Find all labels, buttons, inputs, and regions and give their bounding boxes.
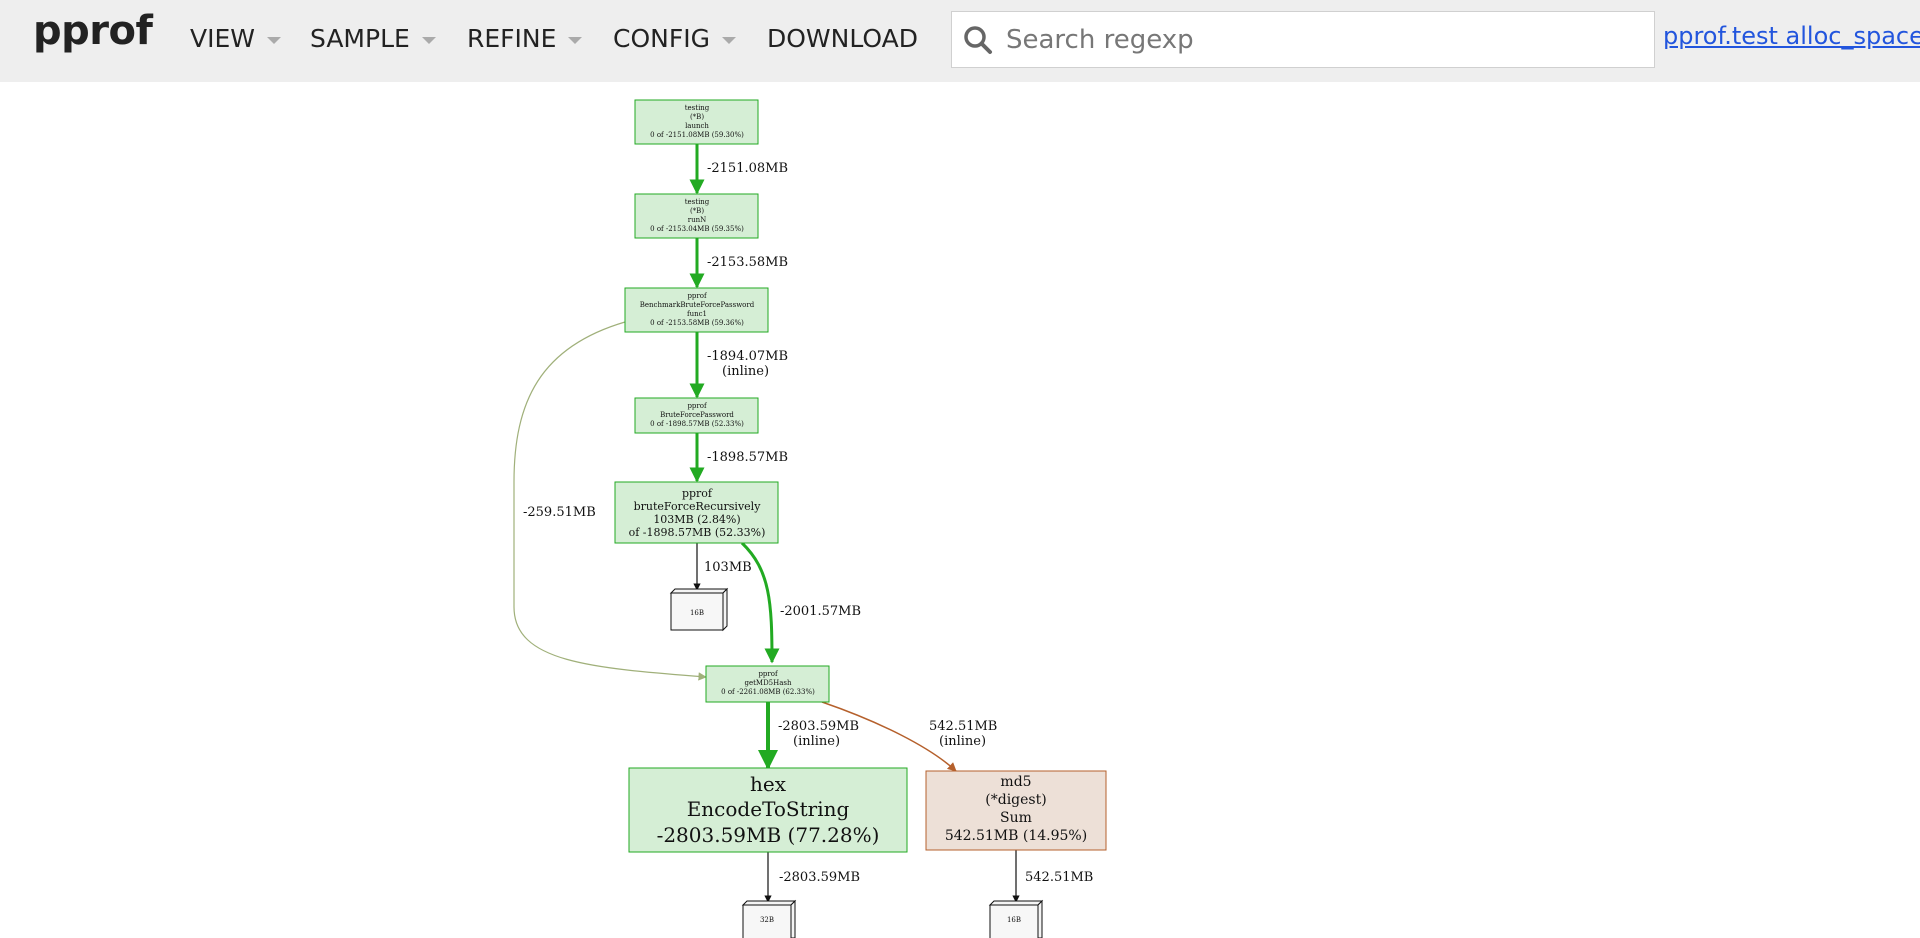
edge-label: -2153.58MB bbox=[707, 255, 788, 270]
menu-refine[interactable]: REFINE bbox=[467, 20, 583, 56]
edge-labels: -2151.08MB -2153.58MB -1894.07MB (inline… bbox=[523, 161, 1093, 885]
node-label: (*digest) bbox=[985, 792, 1046, 808]
edge-label: -2001.57MB bbox=[780, 604, 861, 619]
node-label: func1 bbox=[687, 310, 707, 318]
node-label: pprof bbox=[682, 487, 713, 500]
node-label: launch bbox=[685, 122, 709, 130]
node-benchmark-brute-force-password[interactable]: pprof BenchmarkBruteForcePassword func1 … bbox=[624, 287, 769, 333]
alloc-box-16b[interactable]: 16B bbox=[669, 587, 729, 632]
search-input[interactable] bbox=[1004, 18, 1648, 62]
chevron-down-icon bbox=[267, 36, 281, 44]
edge-rec-md5hash[interactable] bbox=[740, 541, 780, 664]
menu-refine-label: REFINE bbox=[467, 23, 557, 53]
node-label: testing bbox=[685, 198, 710, 206]
node-md5-digest-sum[interactable]: md5 (*digest) Sum 542.51MB (14.95%) bbox=[925, 770, 1107, 851]
menu-view-label: VIEW bbox=[190, 23, 255, 53]
edge-label: -259.51MB bbox=[523, 505, 596, 520]
node-label: pprof bbox=[687, 292, 708, 300]
menu-sample-label: SAMPLE bbox=[310, 23, 410, 53]
edge-label: -1898.57MB bbox=[707, 450, 788, 465]
search-icon bbox=[964, 26, 992, 54]
menu-config[interactable]: CONFIG bbox=[613, 20, 736, 56]
edge-label: 103MB bbox=[704, 560, 752, 575]
edge-label: 542.51MB bbox=[929, 719, 997, 734]
node-brute-force-password[interactable]: pprof BruteForcePassword 0 of -1898.57MB… bbox=[634, 397, 759, 434]
node-label: 0 of -2153.04MB (59.35%) bbox=[650, 225, 744, 233]
search-box[interactable] bbox=[951, 11, 1655, 68]
edge-label: 542.51MB bbox=[1025, 870, 1093, 885]
call-graph[interactable]: -2151.08MB -2153.58MB -1894.07MB (inline… bbox=[0, 82, 1920, 938]
node-testing-launch[interactable]: testing (*B) launch 0 of -2151.08MB (59.… bbox=[634, 99, 759, 145]
node-label: bruteForceRecursively bbox=[634, 500, 762, 513]
toolbar: pprof VIEW SAMPLE REFINE CONFIG DOWNLOAD… bbox=[0, 0, 1920, 82]
node-label: 32B bbox=[760, 916, 774, 924]
menu-download[interactable]: DOWNLOAD bbox=[767, 20, 918, 56]
profile-link[interactable]: pprof.test alloc_space bbox=[1663, 22, 1920, 50]
menu-view[interactable]: VIEW bbox=[190, 20, 281, 56]
edge-label: -2803.59MB bbox=[779, 870, 860, 885]
node-label: -2803.59MB (77.28%) bbox=[657, 823, 880, 847]
edge-label: -2803.59MB bbox=[778, 719, 859, 734]
node-label: md5 bbox=[1000, 774, 1031, 790]
edge-label: -2151.08MB bbox=[707, 161, 788, 176]
node-label: hex bbox=[750, 772, 787, 796]
node-label: getMD5Hash bbox=[744, 679, 792, 687]
node-hex-encode-to-string[interactable]: hex EncodeToString -2803.59MB (77.28%) bbox=[628, 767, 908, 853]
node-label: 0 of -2153.58MB (59.36%) bbox=[650, 319, 744, 327]
node-label: 0 of -2151.08MB (59.30%) bbox=[650, 131, 744, 139]
chevron-down-icon bbox=[721, 36, 736, 44]
node-label: Sum bbox=[1000, 810, 1032, 826]
menu-config-label: CONFIG bbox=[613, 23, 710, 53]
node-label: runN bbox=[688, 216, 707, 224]
node-label: testing bbox=[685, 104, 710, 112]
graph-edges bbox=[513, 144, 1020, 903]
node-testing-runN[interactable]: testing (*B) runN 0 of -2153.04MB (59.35… bbox=[634, 193, 759, 239]
node-label: (*B) bbox=[690, 113, 704, 121]
pprof-logo[interactable]: pprof bbox=[33, 8, 153, 54]
edge-md5hash-md5[interactable] bbox=[821, 701, 957, 772]
node-get-md5-hash[interactable]: pprof getMD5Hash 0 of -2261.08MB (62.33%… bbox=[705, 665, 830, 703]
alloc-box-16b[interactable]: 16B bbox=[988, 899, 1044, 938]
edge-label: (inline) bbox=[793, 734, 840, 749]
node-label: (*B) bbox=[690, 207, 704, 215]
node-label: 0 of -2261.08MB (62.33%) bbox=[721, 688, 815, 696]
node-label: BruteForcePassword bbox=[660, 411, 734, 419]
edge-label: (inline) bbox=[722, 364, 769, 379]
chevron-down-icon bbox=[421, 36, 436, 44]
node-label: 542.51MB (14.95%) bbox=[945, 828, 1087, 844]
node-label: EncodeToString bbox=[687, 797, 850, 821]
node-label: pprof bbox=[758, 670, 779, 678]
node-label: 16B bbox=[1007, 916, 1021, 924]
node-label: pprof bbox=[687, 402, 708, 410]
node-label: 103MB (2.84%) bbox=[653, 513, 740, 526]
node-label: BenchmarkBruteForcePassword bbox=[640, 301, 755, 309]
node-label: 16B bbox=[690, 609, 704, 617]
node-brute-force-recursively[interactable]: pprof bruteForceRecursively 103MB (2.84%… bbox=[614, 481, 779, 544]
edge-label: -1894.07MB bbox=[707, 349, 788, 364]
menu-download-label: DOWNLOAD bbox=[767, 23, 918, 53]
edge-label: (inline) bbox=[939, 734, 986, 749]
menu-sample[interactable]: SAMPLE bbox=[310, 20, 436, 56]
edge-bench-md5hash[interactable] bbox=[513, 321, 707, 681]
alloc-box-32b[interactable]: 32B bbox=[741, 899, 797, 938]
chevron-down-icon bbox=[568, 36, 583, 44]
node-label: 0 of -1898.57MB (52.33%) bbox=[650, 420, 744, 428]
call-graph-svg: -2151.08MB -2153.58MB -1894.07MB (inline… bbox=[513, 99, 1107, 938]
node-label: of -1898.57MB (52.33%) bbox=[629, 526, 766, 539]
